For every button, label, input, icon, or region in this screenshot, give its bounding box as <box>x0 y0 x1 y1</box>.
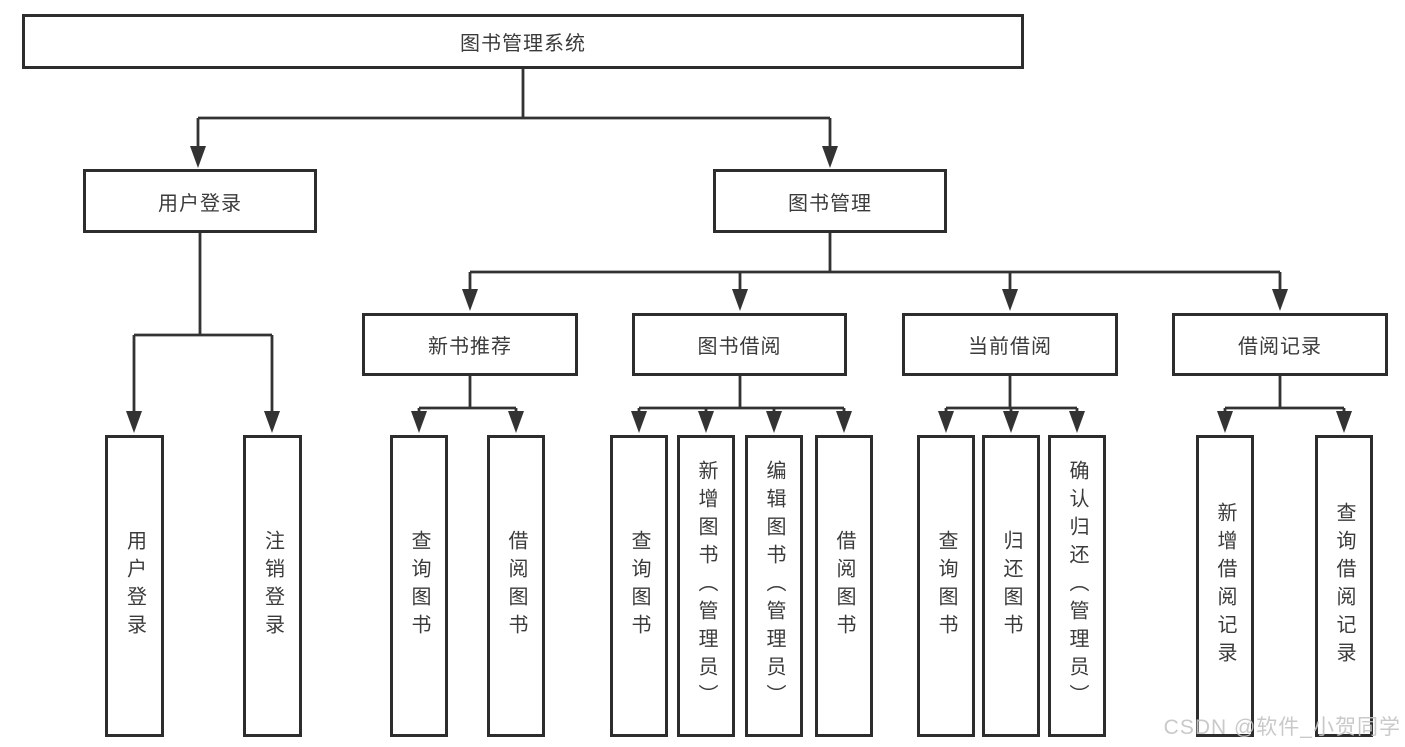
node-leaf-query-borrow-record: 查询借阅记录 <box>1315 435 1373 737</box>
node-root-label: 图书管理系统 <box>460 33 586 55</box>
node-current-borrow: 当前借阅 <box>902 313 1118 376</box>
node-book-management: 图书管理 <box>713 169 947 233</box>
node-leaf-borrow-books-recommend-label: 借阅图书 <box>505 530 527 642</box>
node-leaf-query-borrow-record-label: 查询借阅记录 <box>1333 502 1355 670</box>
node-leaf-add-book-admin: 新增图书（管理员） <box>677 435 735 737</box>
node-leaf-return-books-label: 归还图书 <box>1000 530 1022 642</box>
node-book-borrow: 图书借阅 <box>632 313 847 376</box>
node-leaf-add-borrow-record: 新增借阅记录 <box>1196 435 1254 737</box>
node-leaf-confirm-return-admin: 确认归还（管理员） <box>1048 435 1106 737</box>
node-leaf-confirm-return-admin-label: 确认归还（管理员） <box>1066 460 1088 712</box>
node-current-borrow-label: 当前借阅 <box>968 336 1052 358</box>
node-book-borrow-label: 图书借阅 <box>697 336 782 358</box>
node-leaf-return-books: 归还图书 <box>982 435 1040 737</box>
csdn-watermark: CSDN @软件_小贺同学 <box>1163 716 1401 739</box>
node-leaf-logout-label: 注销登录 <box>261 530 284 642</box>
node-leaf-borrow-books: 借阅图书 <box>815 435 873 737</box>
node-new-book-recommend-label: 新书推荐 <box>428 336 512 358</box>
node-user-login-branch: 用户登录 <box>83 169 317 233</box>
node-leaf-query-books-borrow: 查询图书 <box>610 435 668 737</box>
node-leaf-add-borrow-record-label: 新增借阅记录 <box>1214 502 1236 670</box>
node-leaf-query-books-current-label: 查询图书 <box>935 530 957 642</box>
node-root: 图书管理系统 <box>22 14 1024 69</box>
node-leaf-logout: 注销登录 <box>243 435 302 737</box>
node-leaf-add-book-admin-label: 新增图书（管理员） <box>695 460 717 712</box>
node-leaf-user-login-label: 用户登录 <box>123 530 146 642</box>
node-book-management-label: 图书管理 <box>788 192 872 215</box>
node-leaf-borrow-books-label: 借阅图书 <box>833 530 855 642</box>
arrowhead-icons <box>126 146 1352 433</box>
node-leaf-query-books-recommend: 查询图书 <box>390 435 448 737</box>
node-leaf-edit-book-admin: 编辑图书（管理员） <box>745 435 803 737</box>
node-leaf-user-login: 用户登录 <box>105 435 164 737</box>
node-leaf-query-books-borrow-label: 查询图书 <box>628 530 650 642</box>
node-leaf-edit-book-admin-label: 编辑图书（管理员） <box>763 460 785 712</box>
node-borrow-records: 借阅记录 <box>1172 313 1388 376</box>
node-leaf-query-books-recommend-label: 查询图书 <box>408 530 430 642</box>
node-leaf-query-books-current: 查询图书 <box>917 435 975 737</box>
node-new-book-recommend: 新书推荐 <box>362 313 578 376</box>
node-borrow-records-label: 借阅记录 <box>1238 336 1322 358</box>
node-leaf-borrow-books-recommend: 借阅图书 <box>487 435 545 737</box>
node-user-login-branch-label: 用户登录 <box>158 192 242 215</box>
